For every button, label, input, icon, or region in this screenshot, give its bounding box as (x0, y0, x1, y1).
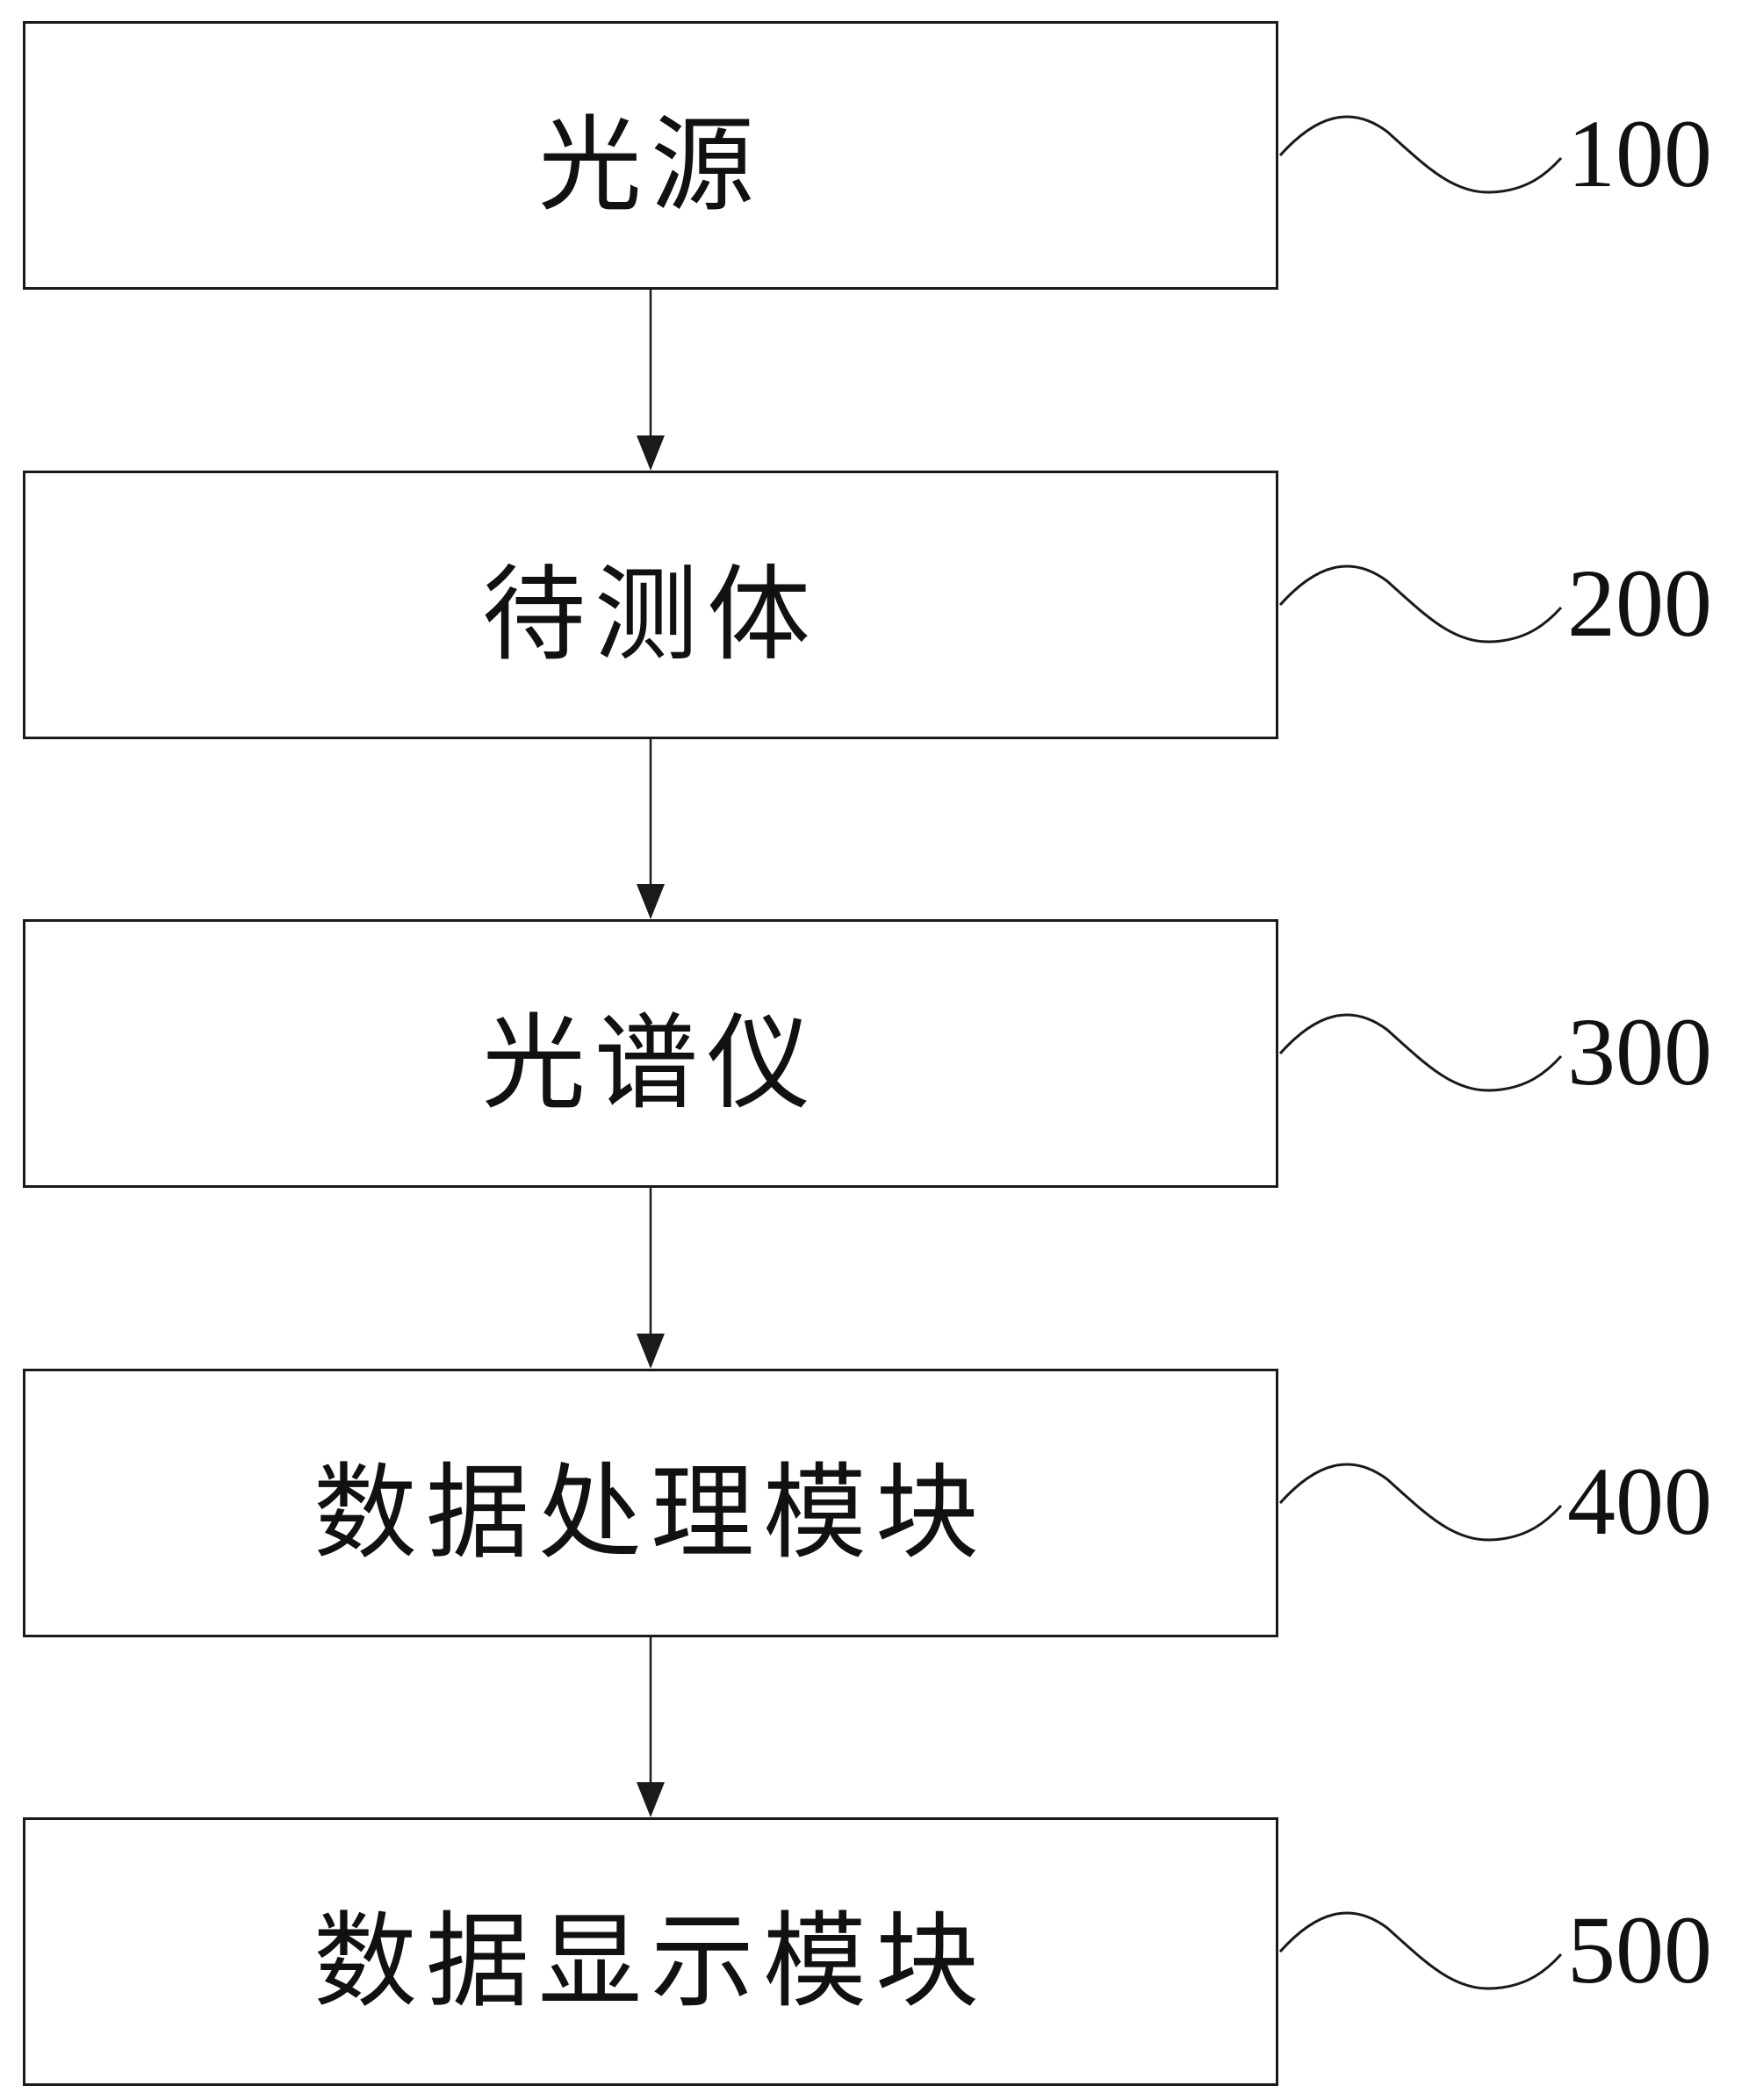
leader-line-300 (1278, 1013, 1563, 1092)
ref-numeral-500: 500 (1567, 1896, 1712, 2003)
ref-numeral-300: 300 (1567, 998, 1712, 1105)
block-label-light-source: 光源 (537, 104, 763, 226)
arrow-200-to-300 (637, 739, 665, 919)
block-data-display-module: 数据显示模块 (23, 1817, 1278, 2086)
block-light-source: 光源 (23, 21, 1278, 290)
leader-line-200 (1278, 565, 1563, 644)
block-data-processing-module: 数据处理模块 (23, 1369, 1278, 1637)
block-label-data-display-module: 数据显示模块 (313, 1900, 988, 2022)
ref-numeral-200: 200 (1567, 550, 1712, 657)
arrow-100-to-200 (637, 290, 665, 471)
arrow-400-to-500 (637, 1637, 665, 1817)
leader-line-400 (1278, 1463, 1563, 1542)
block-label-data-processing-module: 数据处理模块 (313, 1451, 988, 1573)
leader-line-500 (1278, 1911, 1563, 1990)
arrow-300-to-400 (637, 1188, 665, 1369)
ref-numeral-400: 400 (1567, 1448, 1712, 1555)
block-spectrometer: 光谱仪 (23, 919, 1278, 1188)
block-label-sample: 待测体 (481, 553, 819, 675)
block-label-spectrometer: 光谱仪 (481, 1002, 819, 1124)
ref-numeral-100: 100 (1567, 100, 1712, 207)
leader-line-100 (1278, 115, 1563, 194)
block-sample: 待测体 (23, 471, 1278, 739)
